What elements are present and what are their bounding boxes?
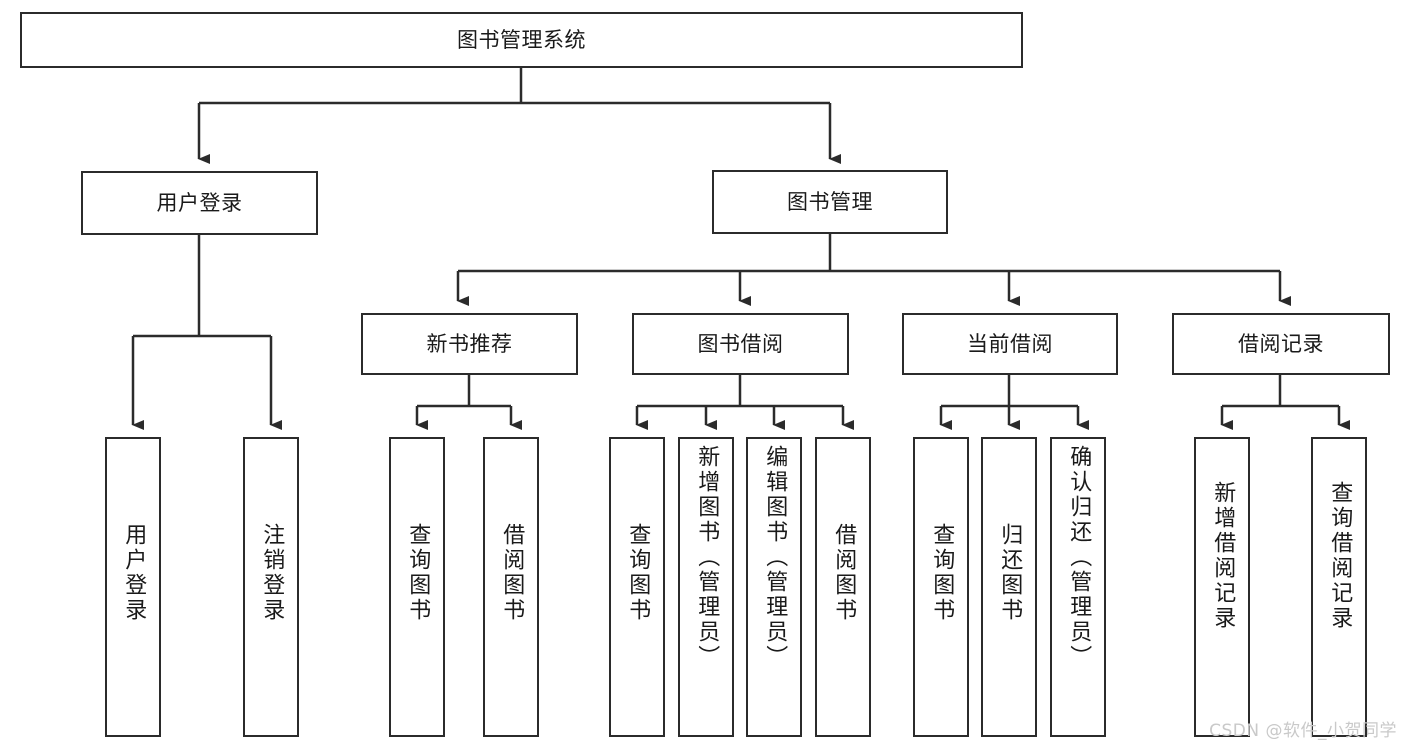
node-label: 新增借阅记录 [1210, 481, 1236, 631]
node-leaf-query-borrow-record[interactable]: 查询借阅记录 [1311, 437, 1367, 737]
node-label: 借阅记录 [1238, 331, 1324, 356]
node-leaf-confirm-return-admin[interactable]: 确认归还（管理员） [1050, 437, 1106, 737]
node-label: 查询借阅记录 [1327, 481, 1353, 631]
node-label: 图书借阅 [697, 331, 784, 356]
node-root-system[interactable]: 图书管理系统 [20, 12, 1023, 68]
node-label: 归还图书 [997, 523, 1023, 623]
node-user-login[interactable]: 用户登录 [81, 171, 318, 235]
node-label: 用户登录 [156, 190, 243, 215]
node-leaf-user-login[interactable]: 用户登录 [105, 437, 161, 737]
node-label: 当前借阅 [967, 331, 1053, 356]
node-label: 编辑图书（管理员） [762, 445, 788, 670]
node-book-management[interactable]: 图书管理 [712, 170, 948, 234]
node-label: 确认归还（管理员） [1066, 445, 1092, 670]
node-current-borrow[interactable]: 当前借阅 [902, 313, 1118, 375]
node-label: 查询图书 [929, 523, 955, 623]
node-new-book-recommend[interactable]: 新书推荐 [361, 313, 578, 375]
node-leaf-borrow-book-new[interactable]: 借阅图书 [483, 437, 539, 737]
node-leaf-logout[interactable]: 注销登录 [243, 437, 299, 737]
node-label: 图书管理 [787, 189, 873, 214]
node-leaf-add-borrow-record[interactable]: 新增借阅记录 [1194, 437, 1250, 737]
node-label: 查询图书 [405, 523, 431, 623]
node-leaf-query-book[interactable]: 查询图书 [609, 437, 665, 737]
node-leaf-query-book-new[interactable]: 查询图书 [389, 437, 445, 737]
node-label: 借阅图书 [499, 523, 525, 623]
node-label: 用户登录 [121, 523, 147, 623]
node-leaf-edit-book-admin[interactable]: 编辑图书（管理员） [746, 437, 802, 737]
node-label: 借阅图书 [831, 523, 857, 623]
node-label: 新书推荐 [426, 331, 513, 356]
node-label: 查询图书 [625, 523, 651, 623]
node-label: 新增图书（管理员） [694, 445, 720, 670]
node-leaf-borrow-book[interactable]: 借阅图书 [815, 437, 871, 737]
node-leaf-return-book[interactable]: 归还图书 [981, 437, 1037, 737]
node-label: 注销登录 [259, 523, 285, 623]
node-borrow-record[interactable]: 借阅记录 [1172, 313, 1390, 375]
csdn-watermark: CSDN @软件_小贺同学 [1209, 721, 1397, 741]
node-book-borrow[interactable]: 图书借阅 [632, 313, 849, 375]
node-label: 图书管理系统 [457, 27, 586, 52]
node-leaf-query-book-current[interactable]: 查询图书 [913, 437, 969, 737]
node-leaf-add-book-admin[interactable]: 新增图书（管理员） [678, 437, 734, 737]
